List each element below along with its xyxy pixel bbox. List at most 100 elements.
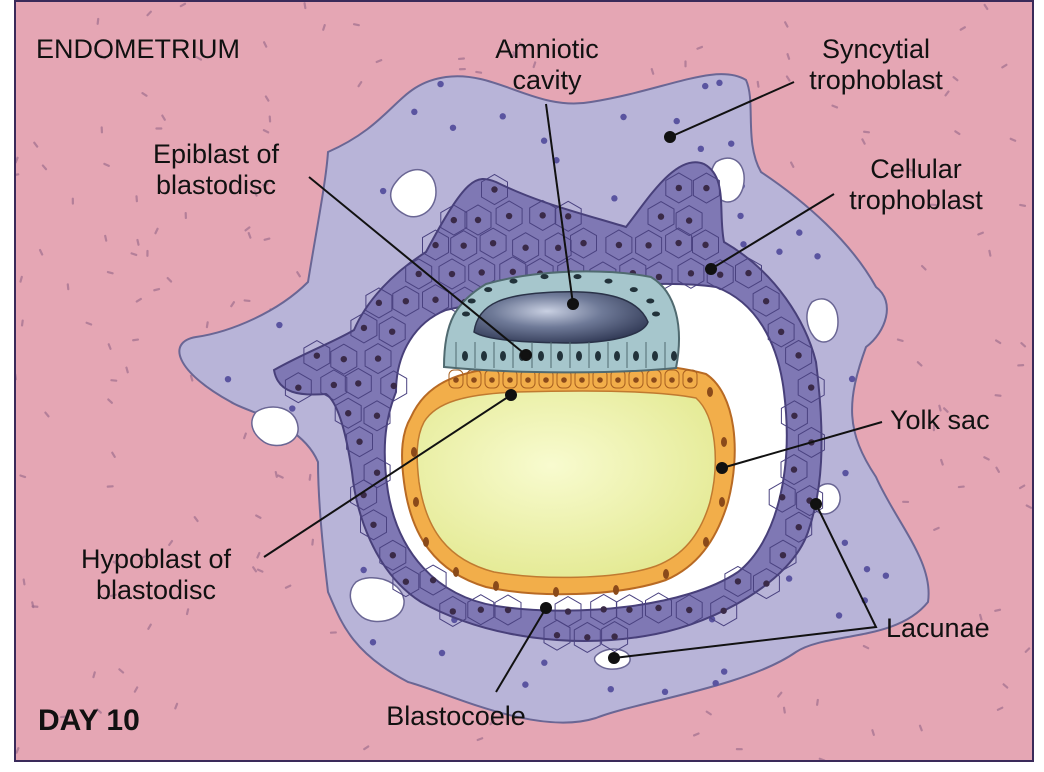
- trophoblast-nucleus: [478, 607, 484, 613]
- trophoblast-nucleus: [370, 522, 376, 528]
- leader-epiblast-dot: [521, 350, 531, 360]
- hypoblast-nucleus: [411, 447, 417, 457]
- syncytial-nucleus: [500, 113, 506, 119]
- trophoblast-nucleus: [686, 217, 692, 223]
- syncytial-nucleus: [864, 566, 870, 572]
- trophoblast-nucleus: [341, 356, 347, 362]
- epiblast-nucleus: [614, 351, 620, 361]
- speckle: [101, 126, 104, 133]
- leader-cellular-dot: [706, 264, 716, 274]
- trophoblast-nucleus: [403, 579, 409, 585]
- hypoblast-label: Hypoblast of blastodisc: [46, 544, 266, 606]
- speckle: [330, 631, 337, 634]
- trophoblast-nucleus: [415, 271, 421, 277]
- syncytial-trophoblast-label: Syncytial trophoblast: [776, 34, 976, 96]
- speckle: [72, 198, 74, 205]
- hypoblast-nucleus: [579, 377, 585, 383]
- syncytial-nucleus: [541, 138, 547, 144]
- epiblast-nucleus: [484, 287, 492, 292]
- trophoblast-nucleus: [745, 270, 751, 276]
- epiblast-nucleus: [557, 351, 563, 361]
- trophoblast-nucleus: [506, 213, 512, 219]
- leader-lacunae-dot-1: [811, 499, 821, 509]
- trophoblast-nucleus: [491, 186, 497, 192]
- hypoblast-nucleus: [707, 387, 713, 397]
- hypoblast-nucleus: [423, 537, 429, 547]
- trophoblast-nucleus: [355, 380, 361, 386]
- trophoblast-nucleus: [565, 213, 571, 219]
- trophoblast-nucleus: [356, 439, 362, 445]
- epiblast-nucleus: [652, 351, 658, 361]
- trophoblast-nucleus: [584, 634, 590, 640]
- trophoblast-nucleus: [479, 269, 485, 275]
- trophoblast-nucleus: [600, 606, 606, 612]
- trophoblast-nucleus: [656, 274, 662, 280]
- hypoblast-nucleus: [507, 377, 513, 383]
- lacunae-label: Lacunae: [886, 613, 990, 644]
- syncytial-nucleus: [608, 686, 614, 692]
- speckle: [185, 212, 187, 219]
- trophoblast-nucleus: [780, 552, 786, 558]
- trophoblast-nucleus: [522, 245, 528, 251]
- hypoblast-nucleus: [471, 377, 477, 383]
- syncytial-nucleus: [289, 405, 295, 411]
- trophoblast-nucleus: [655, 605, 661, 611]
- epiblast-nucleus: [671, 351, 677, 361]
- syncytial-nucleus: [360, 567, 366, 573]
- syncytial-nucleus: [721, 668, 727, 674]
- leader-yolk-sac-dot: [717, 463, 727, 473]
- trophoblast-nucleus: [376, 300, 382, 306]
- trophoblast-nucleus: [505, 607, 511, 613]
- hypoblast-nucleus: [613, 585, 619, 595]
- trophoblast-nucleus: [675, 240, 681, 246]
- speckle: [1017, 364, 1024, 367]
- syncytial-nucleus: [698, 146, 704, 152]
- trophoblast-nucleus: [717, 271, 723, 277]
- leader-amniotic-cavity-dot: [568, 299, 578, 309]
- trophoblast-nucleus: [510, 269, 516, 275]
- cellular-trophoblast-label: Cellular trophoblast: [816, 154, 1016, 216]
- syncytial-nucleus: [796, 229, 802, 235]
- syncytial-nucleus: [674, 118, 680, 124]
- epiblast-nucleus: [630, 287, 638, 292]
- hypoblast-nucleus: [453, 377, 459, 383]
- trophoblast-nucleus: [735, 578, 741, 584]
- trophoblast-nucleus: [796, 524, 802, 530]
- trophoblast-nucleus: [778, 329, 784, 335]
- hypoblast-nucleus: [413, 497, 419, 507]
- syncytial-nucleus: [380, 188, 386, 194]
- trophoblast-nucleus: [361, 325, 367, 331]
- trophoblast-nucleus: [554, 632, 560, 638]
- trophoblast-nucleus: [449, 271, 455, 277]
- trophoblast-nucleus: [720, 608, 726, 614]
- hypoblast-nucleus: [553, 587, 559, 597]
- syncytial-nucleus: [737, 213, 743, 219]
- syncytial-nucleus: [842, 540, 848, 546]
- syncytial-nucleus: [370, 639, 376, 645]
- syncytial-nucleus: [411, 109, 417, 115]
- trophoblast-nucleus: [314, 352, 320, 358]
- trophoblast-nucleus: [295, 384, 301, 390]
- syncytial-nucleus: [740, 241, 746, 247]
- hypoblast-nucleus: [597, 377, 603, 383]
- trophoblast-nucleus: [331, 382, 337, 388]
- syncytial-nucleus: [716, 80, 722, 86]
- epiblast-nucleus: [468, 299, 476, 304]
- speckle: [155, 127, 162, 129]
- day-label: DAY 10: [38, 705, 140, 736]
- syncytial-nucleus: [437, 81, 443, 87]
- hypoblast-nucleus: [721, 437, 727, 447]
- trophoblast-nucleus: [345, 410, 351, 416]
- endometrium-label: ENDOMETRIUM: [36, 34, 240, 65]
- trophoblast-nucleus: [763, 580, 769, 586]
- trophoblast-nucleus: [430, 577, 436, 583]
- epiblast-nucleus: [541, 274, 549, 279]
- epiblast-nucleus: [510, 279, 518, 284]
- epiblast-nucleus: [462, 351, 468, 361]
- trophoblast-nucleus: [403, 298, 409, 304]
- trophoblast-nucleus: [616, 242, 622, 248]
- hypoblast-nucleus: [615, 377, 621, 383]
- hypoblast-nucleus: [525, 377, 531, 383]
- leader-lacunae-dot-2: [609, 653, 619, 663]
